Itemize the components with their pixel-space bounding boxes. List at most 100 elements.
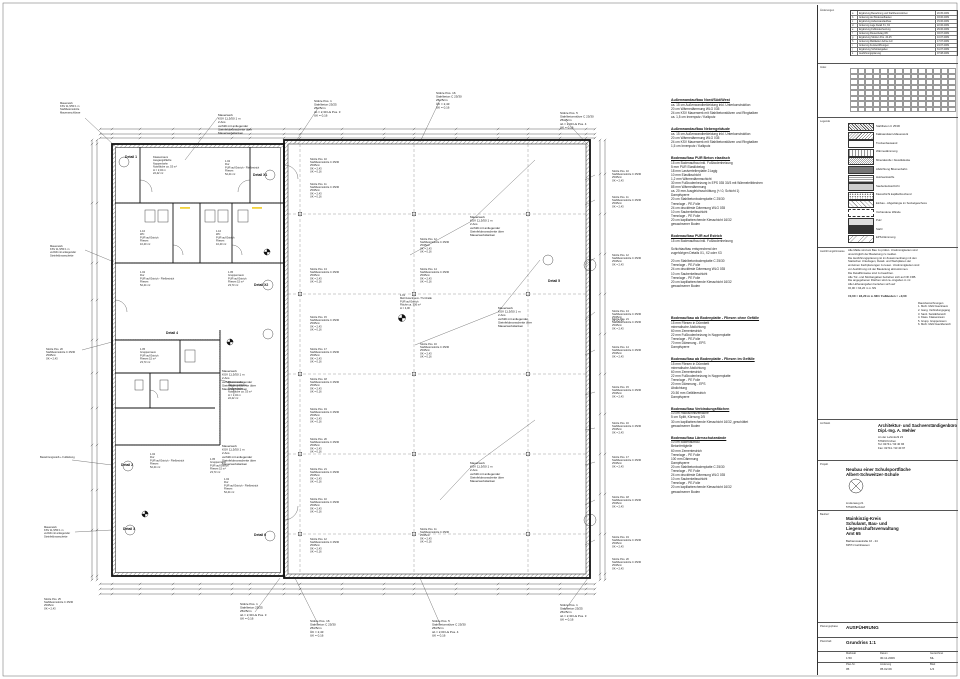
spec-line: mineralische Abdichtung [671,365,706,370]
spec-line: 10 cm Sauberkeitsschicht [671,477,708,482]
legend-swatch [848,131,874,140]
spec-line: 20 mm Dämmung - EPS [671,382,706,387]
legend-label: Sauberkeitsschicht [876,183,900,188]
legend-label: Mineralwolle / Akustikdecke [876,157,911,162]
sanitary-cubicles [134,209,249,391]
revision-cell: 03.07.2009 [937,31,949,35]
revision-cell: f [852,31,853,35]
client-address: 63571 Gelnhausen [846,542,870,547]
legend-swatch [848,157,874,166]
revision-cell: Ergänzung Schnittangaben [859,47,888,51]
spec-line: 10 cm Bodenaufbau [671,440,700,445]
spec-line: 24 cm druckfeste Dämmung WLG 035 [671,205,726,210]
legend-row: Kalksandstein-Mauerwerk [848,131,956,140]
revision-cell: g [852,35,854,39]
spec-line: 20 cm kapillarbrechende Kiesschicht 16/3… [671,485,732,490]
revision-cell: Änderung Fliesenbelag WC [859,31,889,35]
scale-caption: Maßstab [846,652,857,655]
room-list-line: 3. Sanit. Sanitärbereich [918,312,946,316]
date-value: 30.11.2009 [880,656,895,660]
spec-title: Außenwandaufbau Nord/Süd/West [671,98,730,102]
revision-cell: b [852,15,854,19]
phase-caption: Planungsphase [820,625,838,628]
spec-line: 5 cm Splitt, Körnung 2/5 [671,415,706,420]
revision-cell: 07.08.2009 [937,51,949,55]
spec-block-5: Bodenaufbau ab Bodenplatte - Fliesen ohn… [671,316,817,349]
spec-line: Trennlage - PE Folie [671,275,701,280]
detail-5-label: Detail 5 [548,279,560,283]
legend-row: Trockenbauwand [848,139,956,149]
spec-line: 5 mm PUR Elastikbelag [671,164,705,169]
plan-value: Grundriss 1:1 [846,640,876,645]
note-line: Alle Tür- und Stützangaben beziehen sich… [848,274,917,279]
revision-cell: k [852,51,854,55]
revision-cell: 29.06.2009 [937,27,949,31]
index-grid [850,68,956,112]
legend-row: Holzwerkstoffe [848,174,956,183]
architect-address: An der Lehmkuhl 23 [878,435,904,439]
spec-block-6: Bodenaufbau ab Bodenplatte - Fliesen im … [671,357,817,398]
spec-line: Abdichtung [671,386,687,391]
notes-block: Alle Maße sind am Bau zu prüfen. Unstimm… [848,248,956,327]
revision-cell: 20.05.2009 [937,11,949,15]
spec-line: Betonfertigteile [671,444,693,449]
spec-title: Bodenaufbau Verbindungsflächen [671,406,730,411]
detail-4-label: Detail 4 [166,331,178,335]
legend-row: Sauberkeitsschicht [848,182,956,192]
legend-swatch [848,183,874,192]
spec-line: 1,5 cm Innenputz / Kalkputz [671,143,711,148]
revisions-caption: Änderungen [820,9,835,12]
revision-cell: Änderung Maßketten Achse A-F [859,39,893,43]
dimension-chains-right [598,138,607,582]
spec-line: 20 cm Stahlbetonbodenplatte C 25/30 [671,464,725,469]
legend-swatch [848,148,874,157]
spec-line: Schichtaufbau entsprechend der [671,246,717,251]
spec-line: 22 mm Fußbodenheizung in Noppenplatte [671,374,731,379]
note-line: Statischen Unterlagen, Detail- und Werkp… [848,259,912,264]
spec-line: Trennlage - PE-Folie [671,201,701,206]
spec-line: 20 cm Stahlbetonbodenplatte C 25/30 [671,197,725,202]
revision-cell: d [852,23,854,27]
spec-line: 24 cm KSV Mauerwerk mit Stahlbetonstütze… [671,110,759,115]
spec-line: Trennlage - PE-Folie [671,336,701,341]
architect-address: 57629 Kirchen [878,438,897,443]
legend-swatch [848,217,874,226]
detail-x2-label: Detail X2 [254,283,268,287]
spec-line: 20 cm kapillarbrechende Kiesschicht 16/3… [671,279,732,284]
legend-row: Einbau - Abgehängte im Sockelgeschoss [848,199,956,209]
legend-label: EPS-Dämmung [876,235,896,240]
rev-caption: Änderung [880,663,892,666]
spec-line: 20 cm Stahlbetonbodenplatte C 25/30 [671,259,725,264]
revision-cell: 10.07.2009 [937,35,949,39]
room-list-line: Raumbezeichnungen [918,301,944,305]
revision-cell: Ergänzung Stützen Pos. 20-25 [859,35,892,39]
legend-row: Mineralwolle / Akustikdecke [848,156,956,166]
door-swings [114,164,299,521]
sheet-value: 1/4 [930,667,935,671]
exterior-walls [111,139,591,579]
